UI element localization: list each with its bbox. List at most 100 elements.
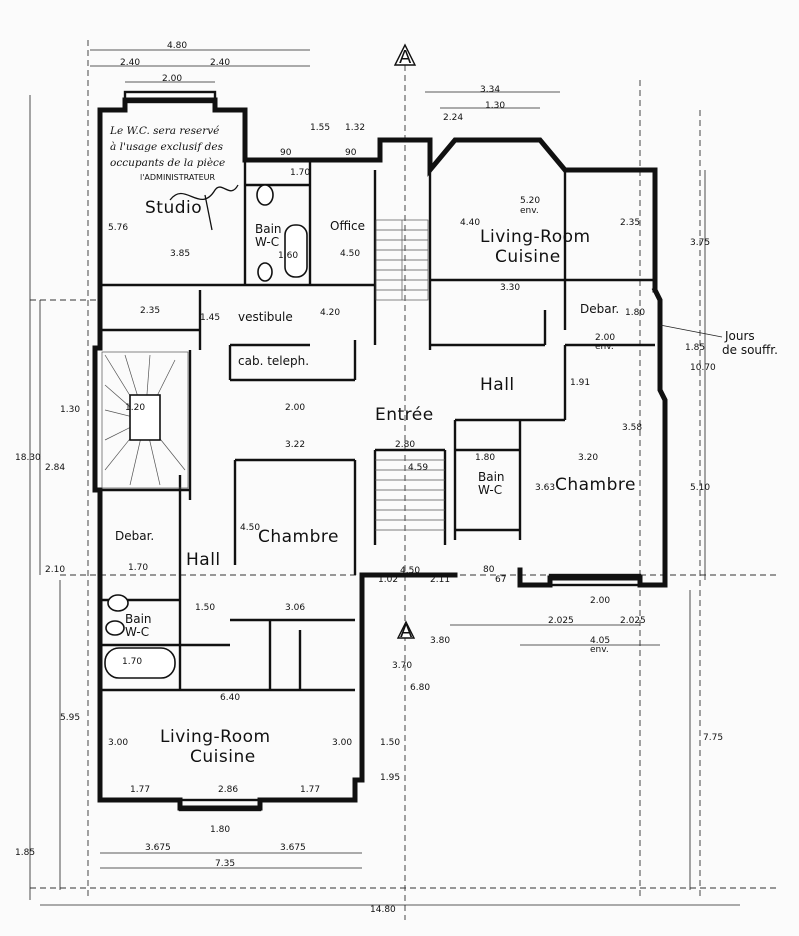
dim-label: 2.86: [218, 785, 238, 795]
dim-label: 1.02: [378, 575, 398, 585]
room-hall-right: Hall: [480, 375, 515, 395]
dim-label: 3.20: [578, 453, 598, 463]
dim-label: 4.50: [340, 249, 360, 259]
dim-label: 3.675: [145, 843, 171, 853]
dim-label: 1.55: [310, 123, 330, 133]
room-cab-telephone: cab. teleph.: [238, 354, 309, 368]
dim-label: env.: [520, 206, 539, 216]
handwritten-note: Le W.C. sera reservé à l'usage exclusif …: [109, 125, 778, 357]
dim-label: 3.22: [285, 440, 305, 450]
dim-label: 2.00: [285, 403, 305, 413]
dim-label: 3.30: [500, 283, 520, 293]
dim-label: 2.00: [595, 333, 615, 343]
dim-label: 1.85: [15, 848, 35, 858]
dim-label: 2.00: [162, 74, 182, 84]
dim-label: 4.40: [460, 218, 480, 228]
room-entree: Entrée: [375, 405, 434, 425]
dim-label: 4.05: [590, 636, 610, 646]
wc-bottom: [105, 594, 129, 636]
dim-label: 3.80: [430, 636, 450, 646]
dim-label: 5.95: [60, 713, 80, 723]
dim-label: 3.34: [480, 85, 500, 95]
central-stair-upper: [375, 219, 429, 301]
dim-label: 3.63: [535, 483, 555, 493]
dim-label: 1.70: [128, 563, 148, 573]
dim-label: 1.70: [290, 168, 310, 178]
dimension-lines: [29, 49, 740, 906]
note-administrateur: l'ADMINISTRATEUR: [140, 173, 216, 182]
room-living-top: Living-Room: [480, 227, 591, 247]
dim-label: 1.80: [210, 825, 230, 835]
note-line-3: occupants de la pièce: [110, 157, 225, 169]
room-cuisine-top: Cuisine: [495, 247, 561, 267]
dim-label: 2.84: [45, 463, 65, 473]
dim-label: 1.60: [278, 251, 298, 261]
dim-label: 1.70: [122, 657, 142, 667]
dim-label: 6.40: [220, 693, 240, 703]
side-note-2: de souffr.: [722, 343, 778, 357]
dim-label: 2.11: [430, 575, 450, 585]
dim-label: 2.10: [45, 565, 65, 575]
dim-label: 67: [495, 575, 506, 585]
note-line-1: Le W.C. sera reservé: [109, 125, 219, 137]
note-line-2: à l'usage exclusif des: [110, 141, 224, 153]
dim-label: 1.30: [485, 101, 505, 111]
dim-label: 3.675: [280, 843, 306, 853]
dim-label: env.: [590, 645, 609, 655]
dim-label: 7.35: [215, 859, 235, 869]
dim-label: 1.95: [380, 773, 400, 783]
side-note-1: Jours: [724, 329, 755, 343]
dim-label: 5.10: [690, 483, 710, 493]
spiral-stair-left: [101, 351, 189, 489]
room-office: Office: [330, 219, 365, 233]
dim-label: 1.80: [475, 453, 495, 463]
windows: [123, 90, 642, 812]
dim-label: 1.32: [345, 123, 365, 133]
dim-label: 80: [483, 565, 495, 575]
room-hall-left: Hall: [186, 550, 221, 570]
dim-label: 5.76: [108, 223, 128, 233]
dim-label: 1.77: [130, 785, 150, 795]
dim-label: 14.80: [370, 905, 396, 915]
wc-top: [256, 184, 274, 282]
dim-label: 2.025: [620, 616, 646, 626]
dim-label: 10.70: [690, 363, 716, 373]
dim-label: 2.35: [140, 306, 160, 316]
signature: [169, 184, 239, 231]
dim-label: 1.80: [625, 308, 645, 318]
dim-label: 1.30: [60, 405, 80, 415]
dim-label: 6.80: [410, 683, 430, 693]
room-debar-left: Debar.: [115, 529, 154, 543]
dim-label: 2.40: [120, 58, 140, 68]
dim-label: 3.85: [170, 249, 190, 259]
dim-label: 3.58: [622, 423, 642, 433]
room-debar-right: Debar.: [580, 302, 619, 316]
room-chambre-right: Chambre: [555, 475, 636, 495]
dim-label: env.: [595, 342, 614, 352]
room-cuisine-bottom: Cuisine: [190, 747, 256, 767]
dim-label: 1.20: [125, 403, 145, 413]
dim-label: 7.75: [703, 733, 723, 743]
dim-label: 2.35: [620, 218, 640, 228]
dim-label: 2.40: [210, 58, 230, 68]
dim-label: 2.025: [548, 616, 574, 626]
dim-label: 1.50: [380, 738, 400, 748]
dim-label: 2.80: [395, 440, 415, 450]
dim-label: 4.50: [240, 523, 260, 533]
dim-label: 1.50: [195, 603, 215, 613]
dim-label: 3.75: [690, 238, 710, 248]
dim-label: 1.77: [300, 785, 320, 795]
section-mark-top: A: [399, 47, 412, 68]
section-arrows: A A: [393, 43, 417, 642]
dim-label: 5.20: [520, 196, 540, 206]
dim-label: 18.30: [15, 453, 41, 463]
dim-label: 1.85: [685, 343, 705, 353]
room-studio: Studio: [145, 198, 202, 218]
reference-lines: [30, 40, 780, 920]
dim-label: 1.45: [200, 313, 220, 323]
